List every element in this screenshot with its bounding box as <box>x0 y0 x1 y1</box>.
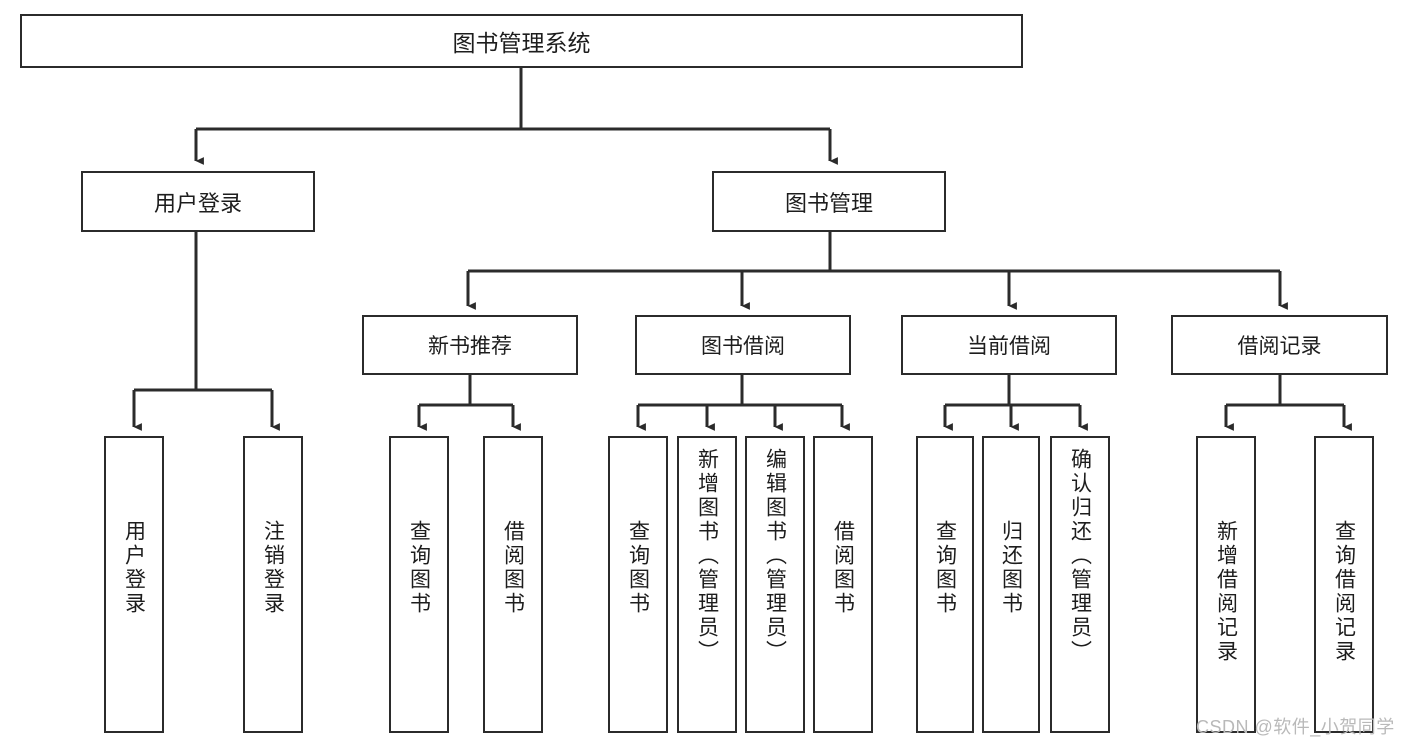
node-label: 查询图书 <box>626 520 650 616</box>
node-book-management[interactable]: 图书管理 <box>712 171 946 232</box>
node-label: 确认归还（管理员） <box>1068 448 1092 664</box>
leaf-current-return-book[interactable]: 归还图书 <box>982 436 1040 733</box>
node-label: 图书管理系统 <box>452 30 591 56</box>
node-label: 图书管理 <box>784 190 873 216</box>
node-label: 查询图书 <box>933 520 957 616</box>
leaf-current-query-book[interactable]: 查询图书 <box>916 436 974 733</box>
node-label: 注销登录 <box>261 520 285 616</box>
node-current-borrow[interactable]: 当前借阅 <box>901 315 1117 375</box>
node-new-book-recommend[interactable]: 新书推荐 <box>362 315 578 375</box>
leaf-borrow-add-book-admin[interactable]: 新增图书（管理员） <box>677 436 737 733</box>
node-label: 新增借阅记录 <box>1214 520 1238 664</box>
node-label: 借阅图书 <box>501 520 525 616</box>
node-label: 查询借阅记录 <box>1332 520 1356 664</box>
node-root-system[interactable]: 图书管理系统 <box>20 14 1023 68</box>
node-label: 编辑图书（管理员） <box>763 448 787 664</box>
node-label: 用户登录 <box>153 190 242 216</box>
node-borrow-record[interactable]: 借阅记录 <box>1171 315 1388 375</box>
node-user-login[interactable]: 用户登录 <box>81 171 315 232</box>
leaf-record-add-record[interactable]: 新增借阅记录 <box>1196 436 1256 733</box>
leaf-user-login-logout[interactable]: 注销登录 <box>243 436 303 733</box>
leaf-borrow-edit-book-admin[interactable]: 编辑图书（管理员） <box>745 436 805 733</box>
node-label: 查询图书 <box>407 520 431 616</box>
leaf-current-confirm-return-admin[interactable]: 确认归还（管理员） <box>1050 436 1110 733</box>
node-label: 借阅记录 <box>1237 335 1322 358</box>
leaf-user-login-login[interactable]: 用户登录 <box>104 436 164 733</box>
leaf-borrow-borrow-book[interactable]: 借阅图书 <box>813 436 873 733</box>
leaf-borrow-query-book[interactable]: 查询图书 <box>608 436 668 733</box>
node-label: 用户登录 <box>122 520 146 616</box>
leaf-record-query-record[interactable]: 查询借阅记录 <box>1314 436 1374 733</box>
node-label: 新增图书（管理员） <box>695 448 719 664</box>
leaf-recommend-query-book[interactable]: 查询图书 <box>389 436 449 733</box>
node-label: 新书推荐 <box>428 335 512 358</box>
node-label: 归还图书 <box>999 520 1023 616</box>
node-label: 借阅图书 <box>831 520 855 616</box>
node-label: 当前借阅 <box>967 335 1051 358</box>
leaf-recommend-borrow-book[interactable]: 借阅图书 <box>483 436 543 733</box>
node-label: 图书借阅 <box>701 335 785 358</box>
node-book-borrow[interactable]: 图书借阅 <box>635 315 851 375</box>
watermark: CSDN @软件_小贺同学 <box>1196 717 1395 737</box>
